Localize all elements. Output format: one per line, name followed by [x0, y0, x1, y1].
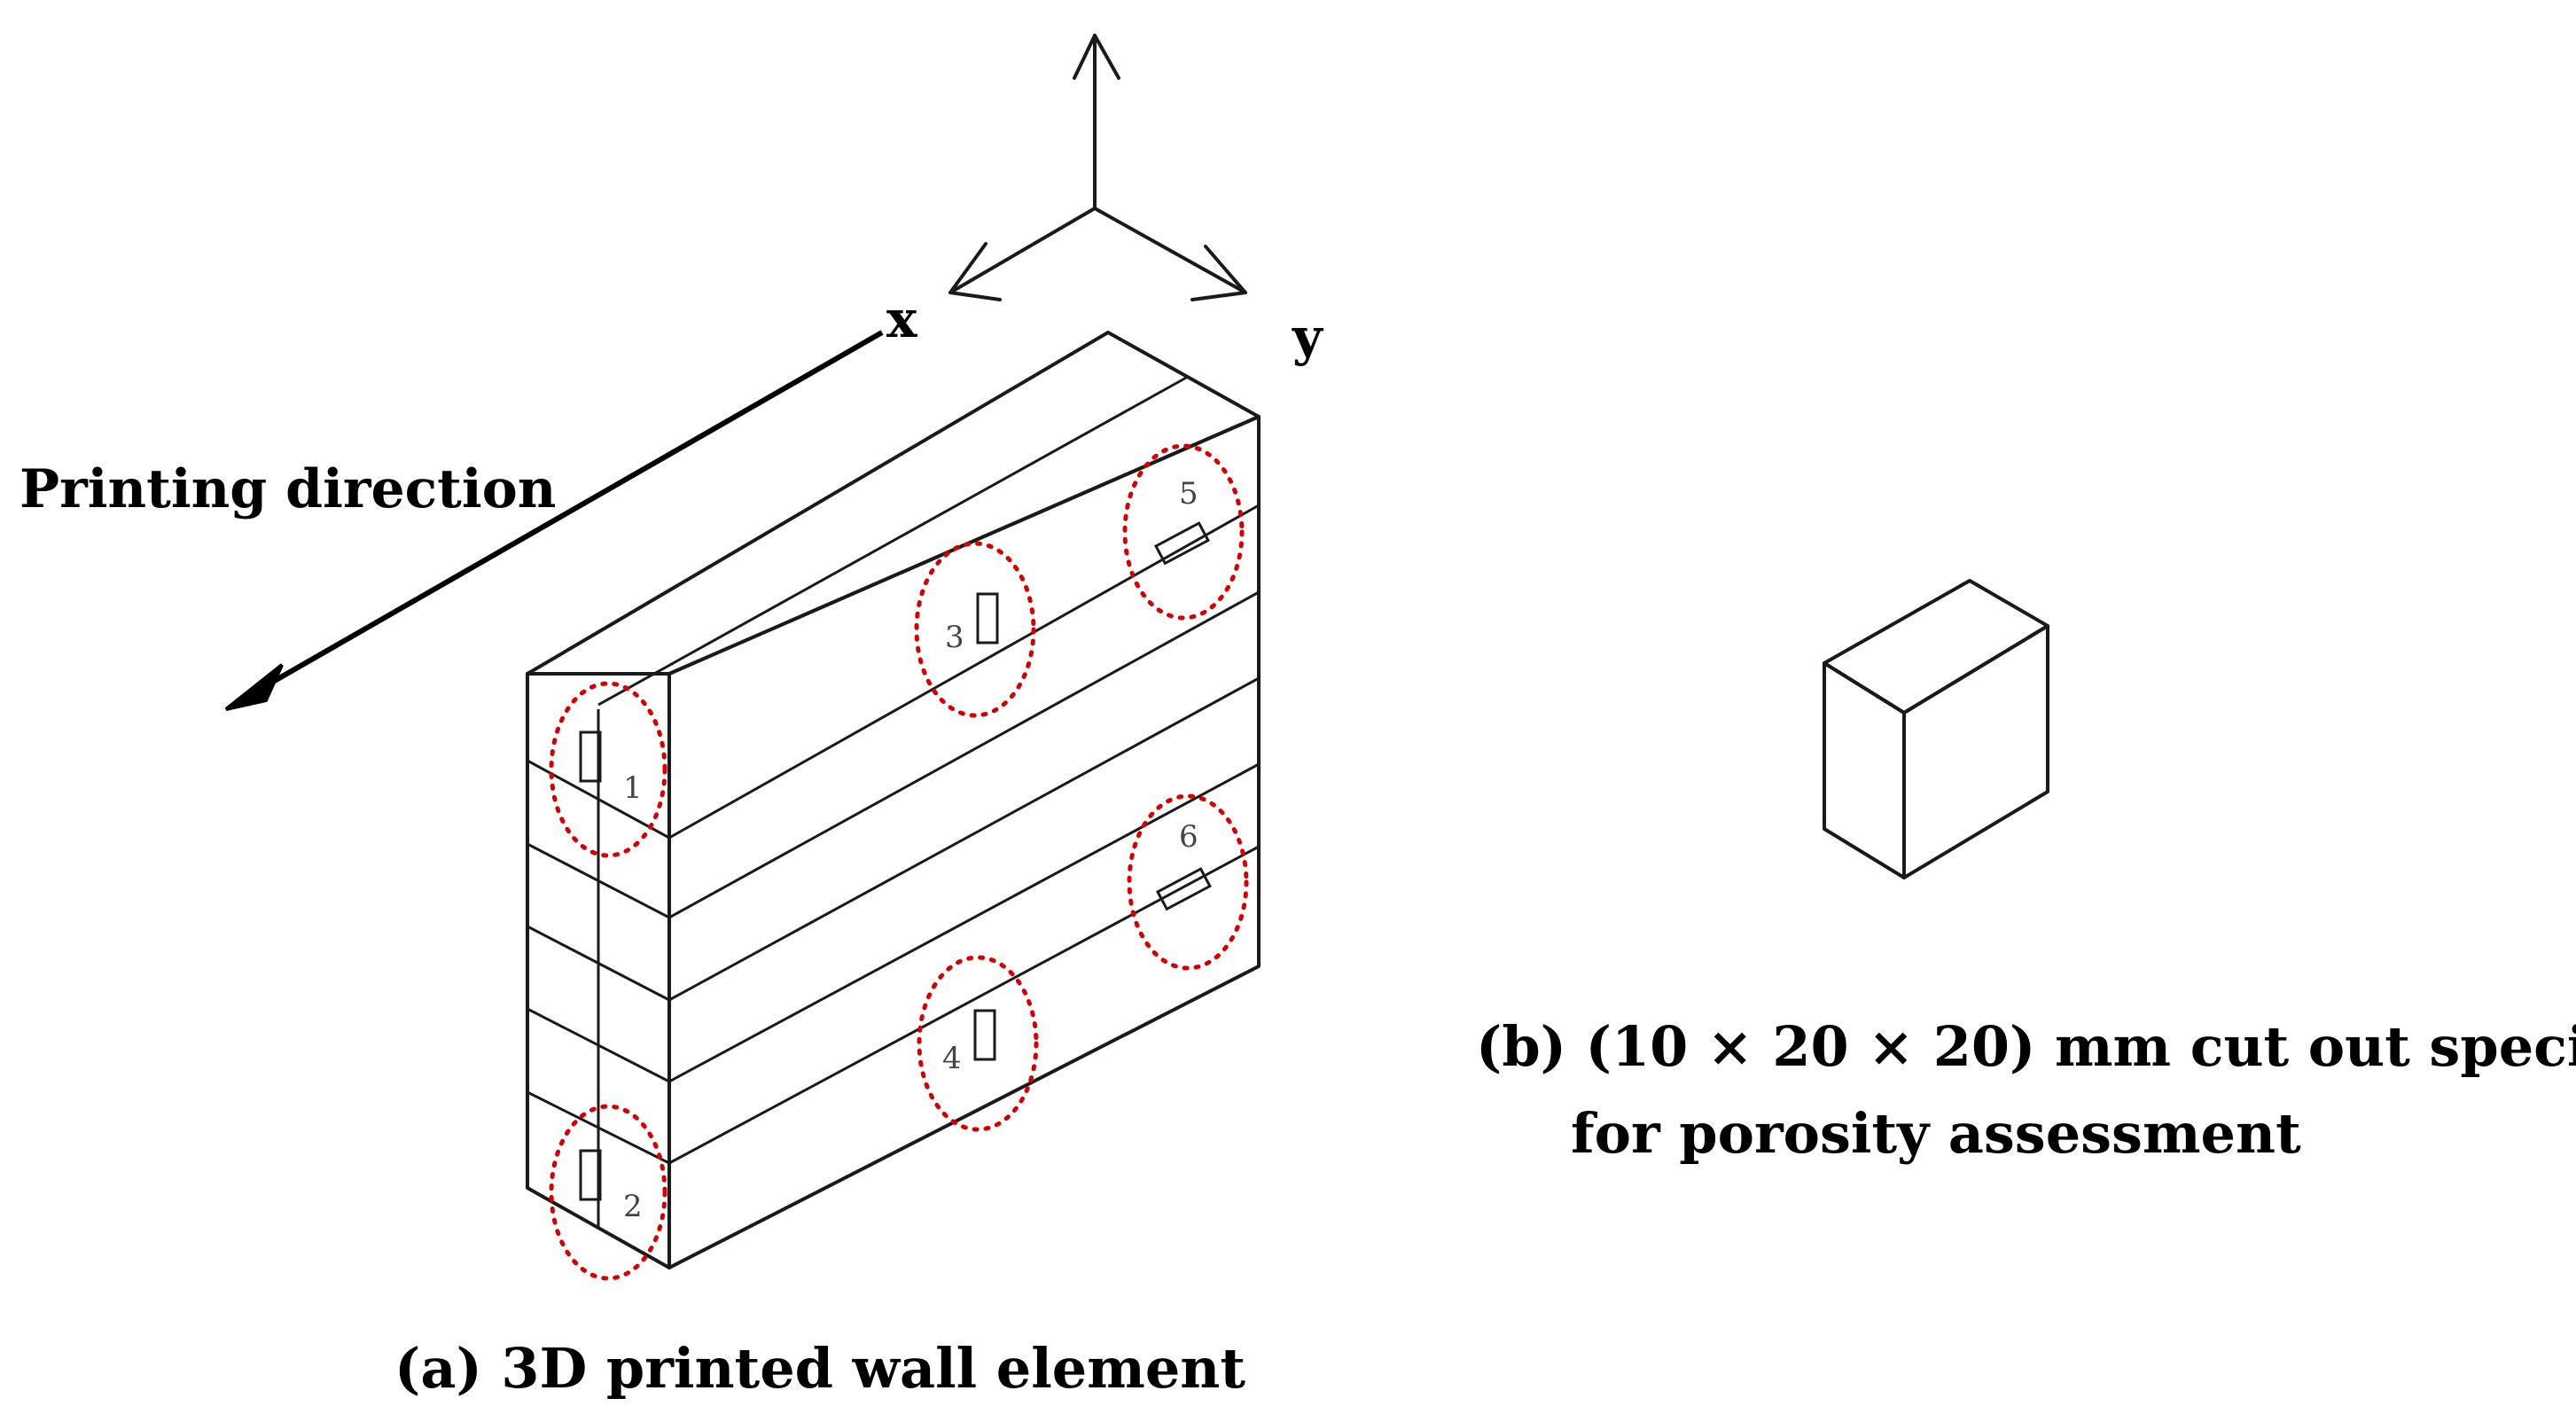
marker-number-6: 6: [1179, 819, 1198, 855]
front-layer-line: [527, 925, 670, 1002]
front-layer-line: [527, 1090, 670, 1165]
vertical-axis-arrowhead: [1073, 34, 1120, 80]
wall-top-face: [526, 331, 1261, 676]
marker-number-4: 4: [942, 1041, 962, 1076]
specimen-cut-1: [579, 730, 602, 783]
wall-side-face: [667, 415, 1261, 1269]
marker-number-5: 5: [1179, 476, 1198, 512]
wall-element: 1 2 3 4 5 6: [526, 331, 1261, 1281]
front-layer-line: [527, 1007, 670, 1083]
printing-direction-line: [246, 330, 884, 699]
specimen-cut-6: [1155, 867, 1212, 911]
marker-circle-5: [1122, 443, 1245, 621]
marker-circle-2: [549, 1104, 667, 1281]
specimen-marker-circles: [549, 443, 1249, 1281]
marker-circle-4: [917, 955, 1039, 1132]
marker-circle-6: [1127, 793, 1249, 971]
caption-b-line1: (b) (10 × 20 × 20) mm cut out specimens: [1476, 1014, 2576, 1079]
y-axis-arrowhead: [1190, 245, 1247, 301]
side-layer-line: [668, 676, 1260, 1002]
printing-direction-arrow: [224, 330, 884, 711]
caption-b-line2: for porosity assessment: [1571, 1101, 2301, 1166]
marker-number-2: 2: [623, 1189, 643, 1224]
caption-a: (a) 3D printed wall element: [394, 1336, 1245, 1401]
printing-direction-arrowhead: [224, 663, 284, 711]
side-layer-line: [668, 504, 1260, 840]
marker-circle-3: [914, 541, 1036, 718]
specimen-cube: [1823, 579, 2049, 879]
cube-front-face: [1823, 661, 1906, 879]
printing-direction-label: Printing direction: [20, 458, 556, 520]
marker-number-3: 3: [945, 620, 964, 655]
cube-side-face: [1902, 624, 2049, 879]
marker-circle-1: [549, 681, 667, 858]
specimen-cut-4: [973, 1009, 996, 1061]
top-face-line: [597, 375, 1189, 707]
side-layer-line: [668, 590, 1260, 919]
marker-number-1: 1: [623, 770, 643, 806]
y-axis-line: [1093, 207, 1247, 294]
side-layer-line: [668, 762, 1260, 1083]
x-axis-label: x: [886, 289, 917, 349]
specimen-cut-3: [976, 592, 999, 645]
coordinate-axes: [948, 34, 1247, 301]
front-layer-line: [527, 842, 670, 919]
x-axis-line: [948, 207, 1097, 294]
y-axis-label: y: [1292, 307, 1324, 367]
x-axis-arrowhead: [948, 242, 1002, 301]
specimen-cut-2: [579, 1149, 602, 1201]
specimen-cut-5: [1153, 521, 1210, 566]
